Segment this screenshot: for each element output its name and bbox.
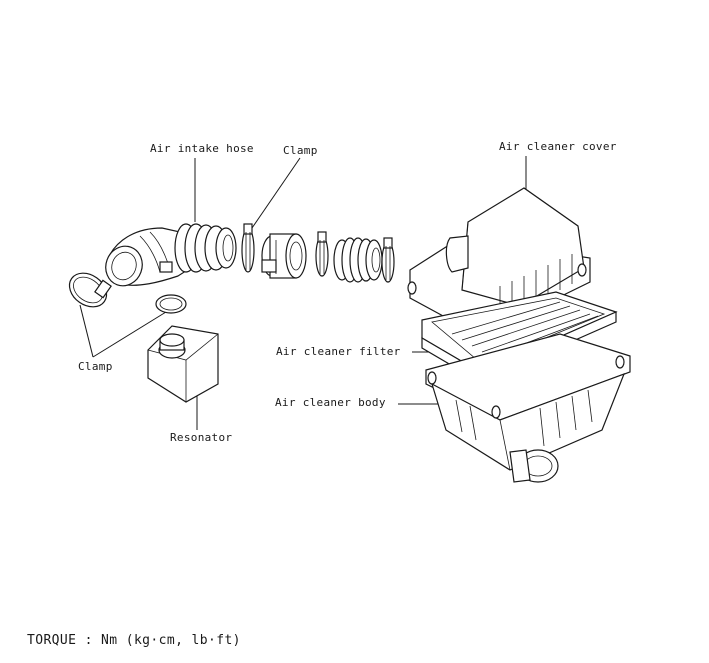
- connector-hose: [333, 237, 383, 283]
- clamp-left-small: [155, 294, 187, 314]
- label-clamp-top: Clamp: [283, 144, 318, 157]
- label-air-cleaner-body: Air cleaner body: [275, 396, 386, 409]
- hose-bellows: [174, 223, 237, 273]
- resonator: [147, 325, 219, 403]
- label-air-cleaner-filter: Air cleaner filter: [276, 345, 401, 358]
- label-clamp-left: Clamp: [78, 360, 113, 373]
- leader-lines: [79, 156, 527, 430]
- filter-pleats: [451, 301, 599, 357]
- air-flow-sensor: [261, 233, 307, 279]
- torque-note: TORQUE : Nm (kg·cm, lb·ft): [27, 633, 241, 648]
- air-cleaner-cover: [407, 187, 591, 337]
- clamp-top-2: [315, 231, 329, 277]
- air-intake-hose: [105, 223, 237, 287]
- air-cleaner-body: [425, 333, 631, 483]
- clamp-top-1: [241, 223, 255, 273]
- body-ribs: [455, 389, 593, 447]
- label-air-intake-hose: Air intake hose: [150, 142, 254, 155]
- label-resonator: Resonator: [170, 431, 233, 444]
- label-air-cleaner-cover: Air cleaner cover: [499, 140, 617, 153]
- clamp-top-3: [381, 237, 395, 283]
- clamp-left-large: [68, 272, 112, 308]
